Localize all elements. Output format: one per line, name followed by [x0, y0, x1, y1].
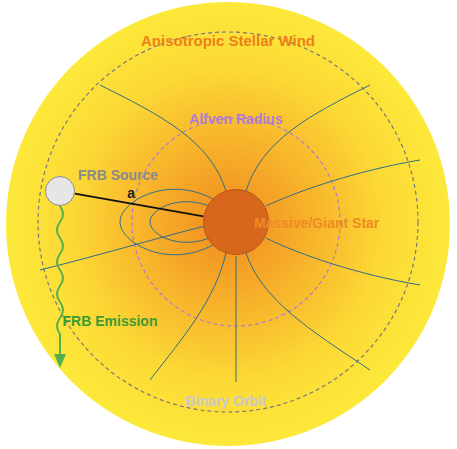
frb-source-circle: FRB Source	[45, 176, 75, 206]
wind-region	[6, 2, 450, 446]
emission-label: FRB Emission	[63, 313, 158, 329]
alfven-label: Alfven Radius	[189, 111, 282, 127]
edge-label: a	[127, 185, 135, 201]
node-label: FRB Source	[78, 167, 158, 183]
separation-line	[75, 194, 204, 217]
wind-label: Anisotropic Stellar Wind	[141, 33, 315, 49]
emission-wave	[57, 206, 63, 356]
node-label: Massive/Giant Star	[254, 215, 379, 231]
orbit-circle	[38, 32, 418, 412]
field-lines	[40, 85, 420, 382]
star-circle: Massive/Giant Star	[203, 189, 269, 255]
orbit-label: Binary Orbit	[186, 393, 267, 409]
emission-arrowhead	[54, 354, 66, 368]
